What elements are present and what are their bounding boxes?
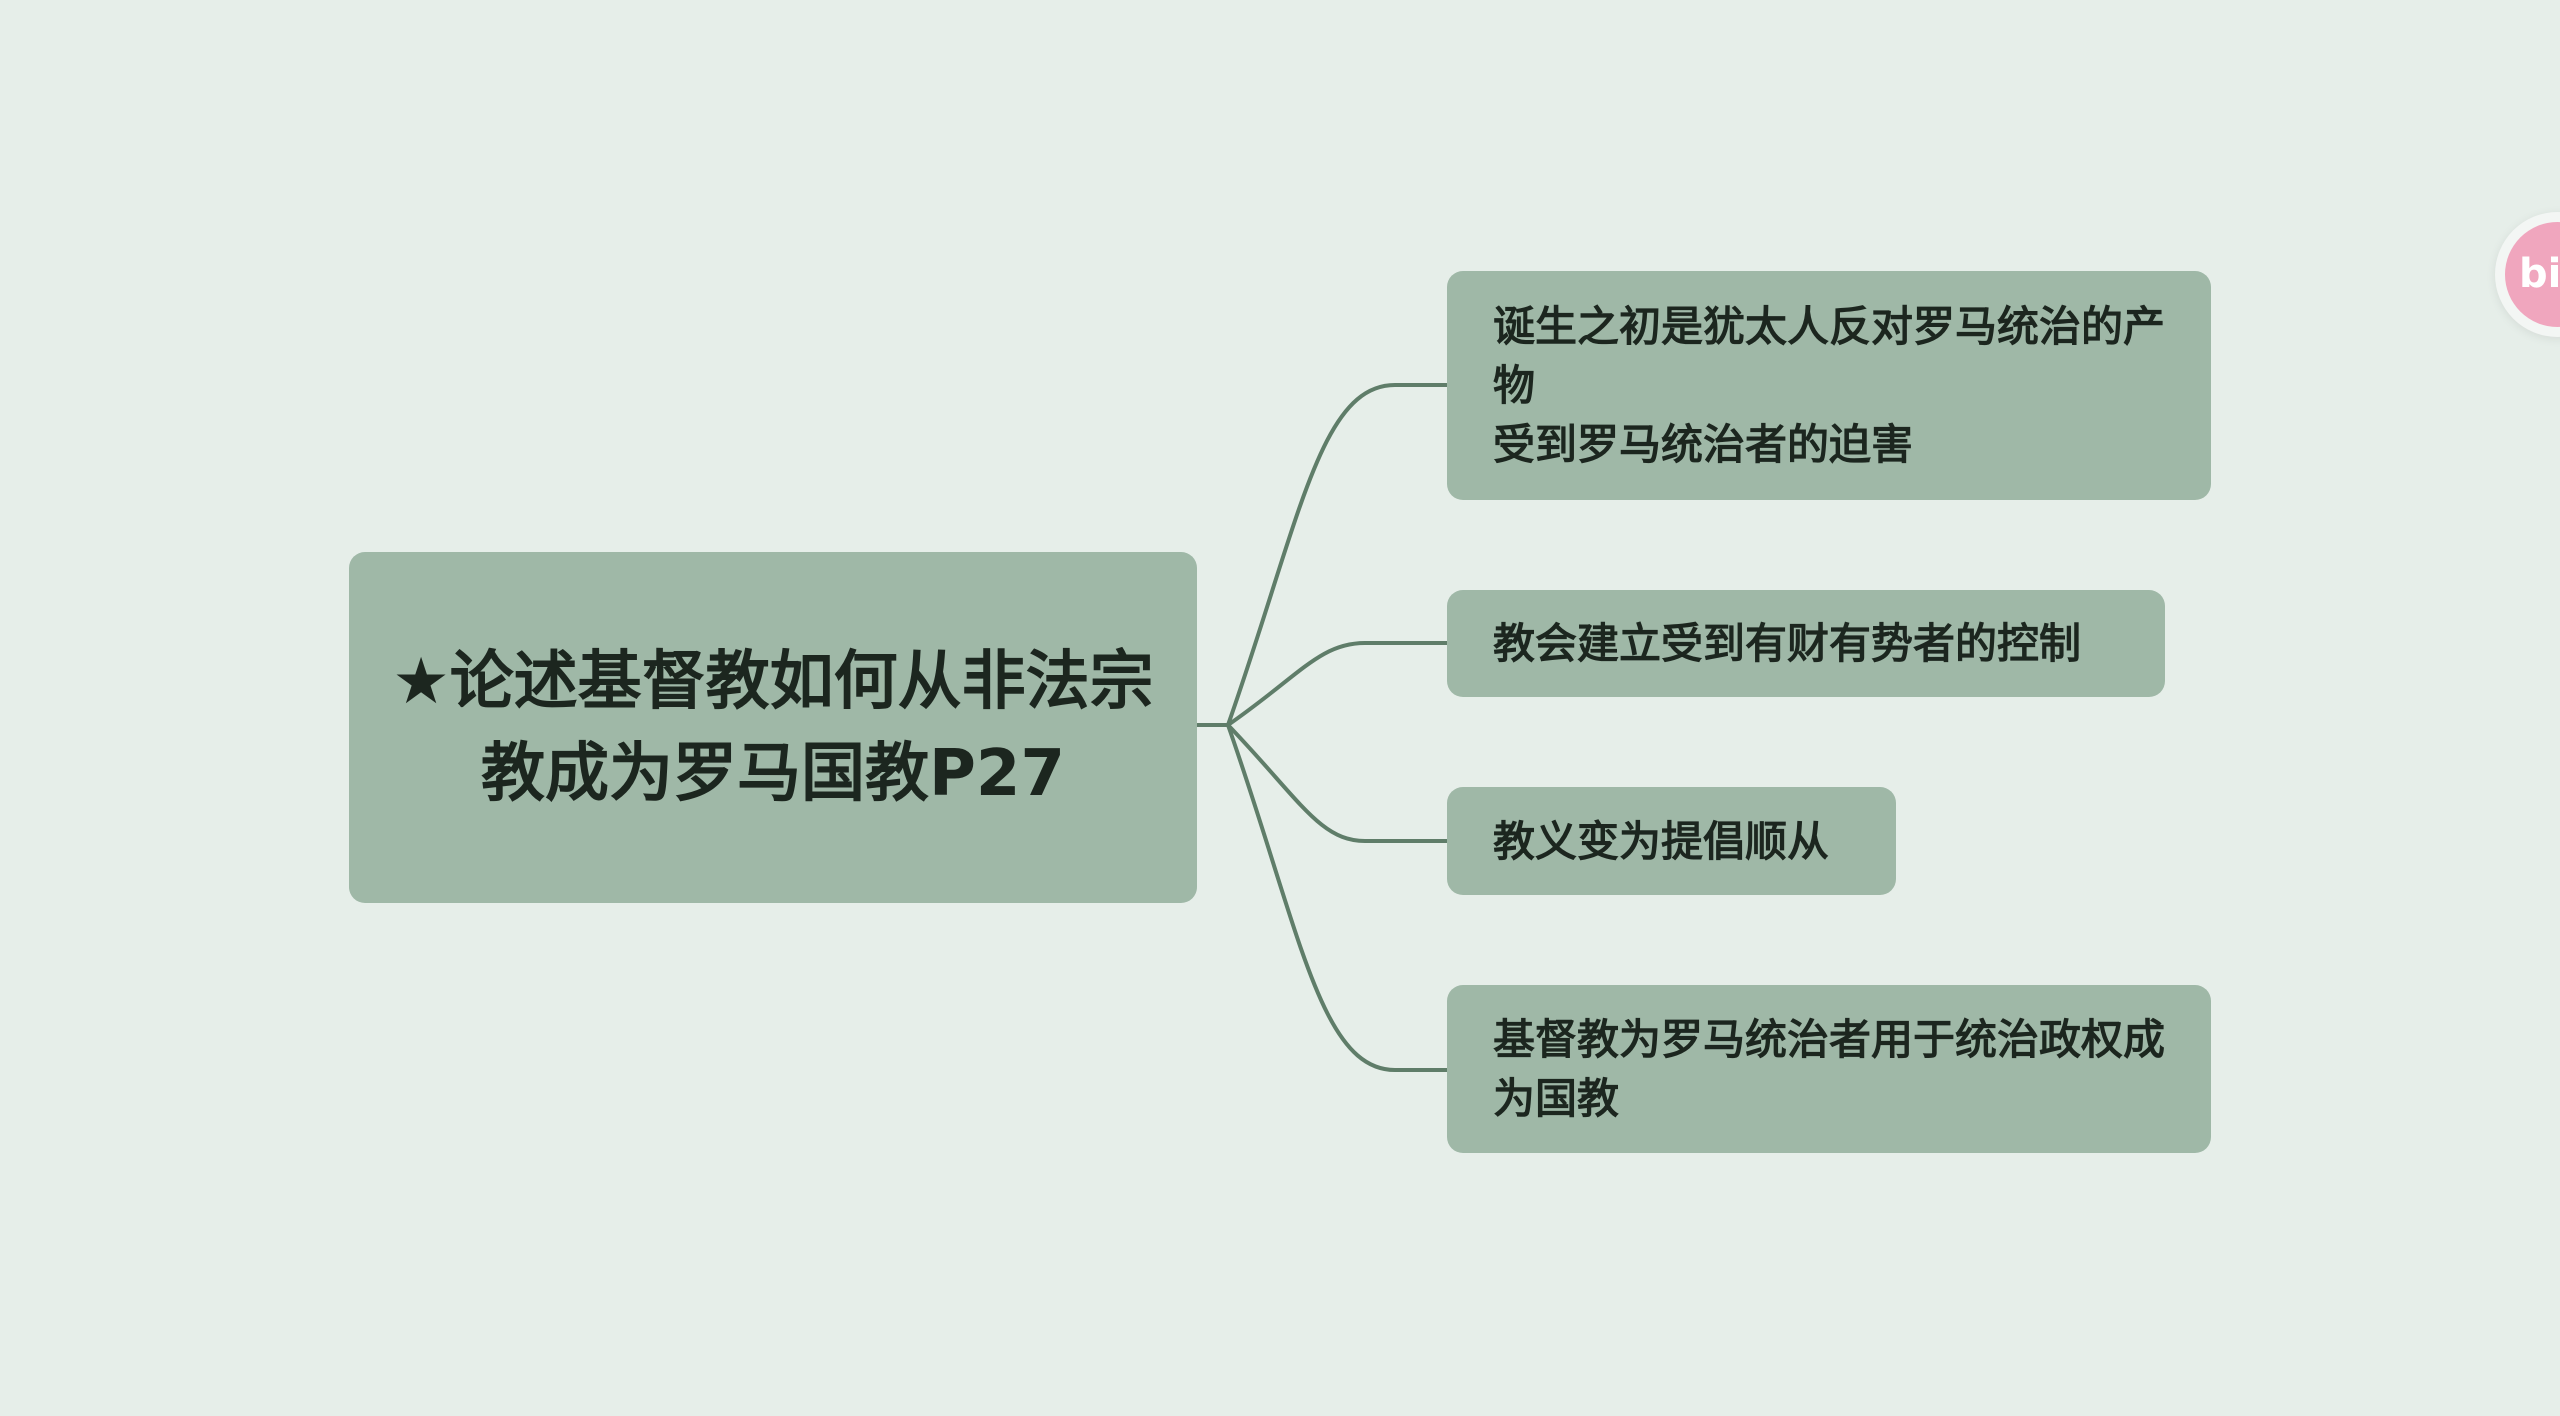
subtopic-4[interactable]: 基督教为罗马统治者用于统治政权成为国教	[1447, 985, 2211, 1153]
subtopic-text: 教义变为提倡顺从	[1493, 816, 1830, 866]
root-topic[interactable]: ★论述基督教如何从非法宗教成为罗马国教P27	[349, 552, 1197, 903]
subtopic-1[interactable]: 诞生之初是犹太人反对罗马统治的产物 受到罗马统治者的迫害	[1447, 271, 2211, 500]
subtopic-2[interactable]: 教会建立受到有财有势者的控制	[1447, 590, 2165, 697]
root-topic-text: ★论述基督教如何从非法宗教成为罗马国教P27	[392, 644, 1154, 811]
subtopic-text: 基督教为罗马统治者用于统治政权成为国教	[1493, 1015, 2166, 1123]
connector-3	[1226, 723, 1447, 843]
connector-1	[1226, 383, 1447, 726]
connector-4	[1226, 724, 1447, 1072]
subtopic-text: 诞生之初是犹太人反对罗马统治的产物 受到罗马统治者的迫害	[1493, 302, 2166, 469]
subtopic-3[interactable]: 教义变为提倡顺从	[1447, 787, 1896, 895]
bilibili-logo-text: bili	[2505, 222, 2560, 327]
connector-2	[1226, 641, 1447, 727]
subtopic-text: 教会建立受到有财有势者的控制	[1493, 619, 2082, 668]
